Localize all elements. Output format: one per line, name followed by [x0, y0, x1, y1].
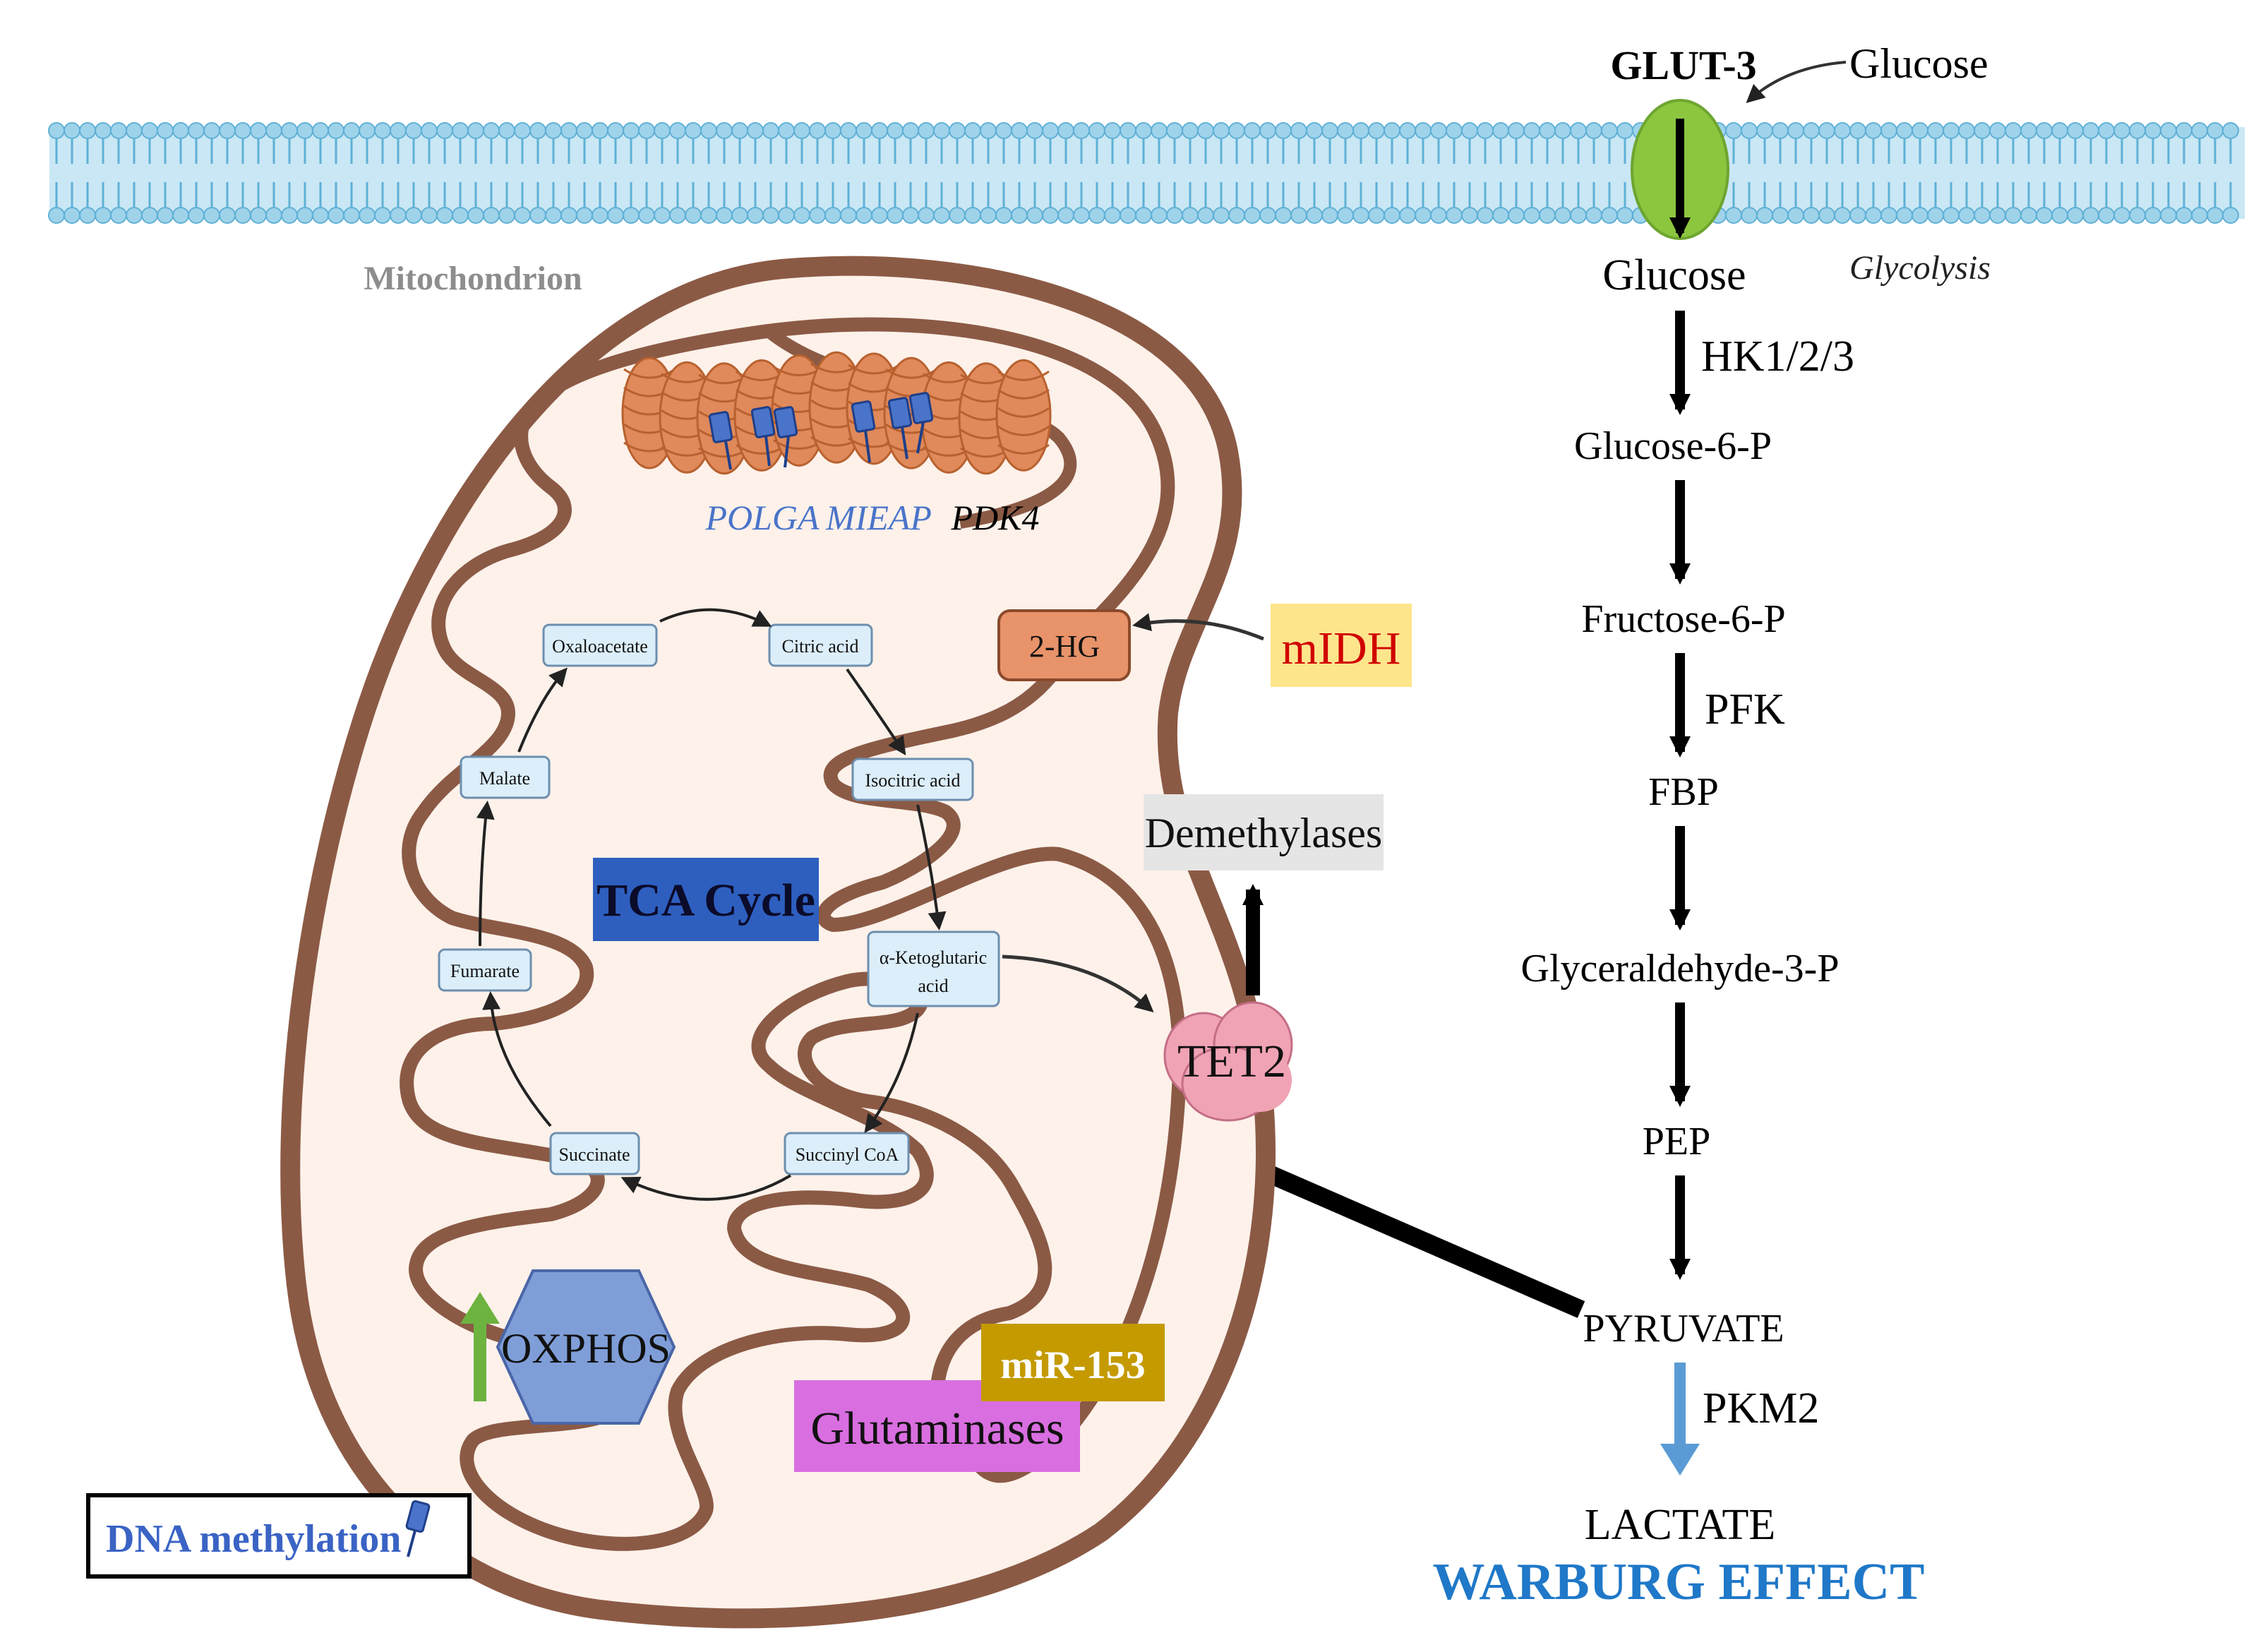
metabolite-fructose-6-p: Fructose-6-P: [1581, 597, 1785, 641]
midh-box: mIDH: [1271, 604, 1412, 687]
svg-text:Citric acid: Citric acid: [781, 636, 858, 657]
metabolite-glyceraldehyde-3-p: Glyceraldehyde-3-P: [1521, 947, 1840, 990]
tca-cycle-title: TCA Cycle: [596, 875, 815, 926]
tca-succinate: Succinate: [549, 1132, 640, 1175]
tet2-protein: TET2: [1163, 1001, 1293, 1122]
svg-text:2-HG: 2-HG: [1029, 629, 1100, 664]
metabolite-glucose-6-p: Glucose-6-P: [1574, 424, 1772, 468]
svg-text:acid: acid: [918, 976, 948, 996]
metabolite-lactate: LACTATE: [1585, 1501, 1776, 1549]
svg-text:Oxaloacetate: Oxaloacetate: [552, 636, 648, 657]
glycolysis-label: Glycolysis: [1849, 249, 1991, 287]
cell-membrane: [48, 122, 2245, 224]
svg-text:mIDH: mIDH: [1282, 623, 1401, 674]
tca-arrows: [476, 608, 947, 1201]
oxphos-up-arrow-icon: [460, 1292, 500, 1401]
svg-text:OXPHOS: OXPHOS: [501, 1325, 671, 1372]
tca-fumarate: Fumarate: [438, 948, 532, 992]
glucose-entry-arrow: [1746, 61, 1847, 104]
methylation-tags: [708, 392, 934, 470]
enzyme-pfk: PFK: [1705, 686, 1785, 734]
svg-text:Demethylases: Demethylases: [1145, 810, 1383, 856]
akg-to-tet2-arrow: [1002, 954, 1154, 1012]
tca-cycle-title-box: [593, 858, 819, 941]
nucleosome-dna-strand: [621, 351, 1052, 475]
gene-polga: POLGA: [704, 498, 820, 537]
tca-alpha-ketoglutaric-acid: α-Ketoglutaric acid: [867, 930, 1000, 1007]
demethylases-box: Demethylases: [1144, 794, 1384, 870]
mitochondrion: [280, 256, 1276, 1629]
methyl-tag-icon: [405, 1500, 431, 1557]
glucose-inside-label: Glucose: [1602, 251, 1746, 299]
enzyme-hk: HK1/2/3: [1701, 333, 1854, 381]
pkm2-arrow: [1660, 1363, 1700, 1476]
warburg-effect-label: WARBURG EFFECT: [1433, 1553, 1925, 1611]
tca-malate: Malate: [460, 755, 551, 799]
gene-pdk4: PDK4: [951, 498, 1040, 537]
svg-text:Isocitric acid: Isocitric acid: [865, 770, 961, 791]
enzyme-pkm2: PKM2: [1703, 1384, 1819, 1432]
tca-citric-acid: Citric acid: [768, 623, 873, 667]
oxphos-hexagon: OXPHOS: [496, 1269, 676, 1425]
glut3-label: GLUT-3: [1610, 42, 1756, 88]
tca-succinyl-coa: Succinyl CoA: [784, 1132, 910, 1175]
svg-text:α-Ketoglutaric: α-Ketoglutaric: [880, 947, 987, 968]
svg-text:DNA methylation: DNA methylation: [106, 1517, 401, 1561]
svg-text:Succinyl CoA: Succinyl CoA: [796, 1144, 899, 1165]
gene-mieap: MIEAP: [825, 498, 932, 537]
tca-isocitric-acid: Isocitric acid: [851, 758, 974, 801]
metabolite-fbp: FBP: [1648, 770, 1719, 814]
svg-text:Malate: Malate: [479, 768, 530, 789]
svg-text:miR-153: miR-153: [1000, 1343, 1145, 1387]
tca-oxaloacetate: Oxaloacetate: [542, 623, 658, 667]
tca-cycle: Oxaloacetate Citric acid Isocitric acid …: [438, 608, 1000, 1201]
svg-text:TET2: TET2: [1177, 1036, 1286, 1087]
glucose-outside-label: Glucose: [1849, 40, 1988, 87]
mitochondrion-label: Mitochondrion: [364, 260, 582, 297]
glutaminases-box: Glutaminases: [794, 1380, 1080, 1472]
legend-dna-methylation: DNA methylation: [86, 1493, 472, 1579]
svg-text:Fumarate: Fumarate: [450, 961, 520, 981]
svg-text:Succinate: Succinate: [558, 1144, 630, 1165]
midh-to-2hg-arrow: [1132, 613, 1264, 641]
svg-text:Glutaminases: Glutaminases: [810, 1403, 1064, 1454]
two-hg-box: 2-HG: [997, 609, 1131, 681]
mir153-box: miR-153: [981, 1324, 1165, 1401]
metabolite-pep: PEP: [1643, 1120, 1711, 1163]
metabolite-pyruvate: PYRUVATE: [1583, 1307, 1784, 1351]
glut3-transporter: [1631, 99, 1729, 240]
